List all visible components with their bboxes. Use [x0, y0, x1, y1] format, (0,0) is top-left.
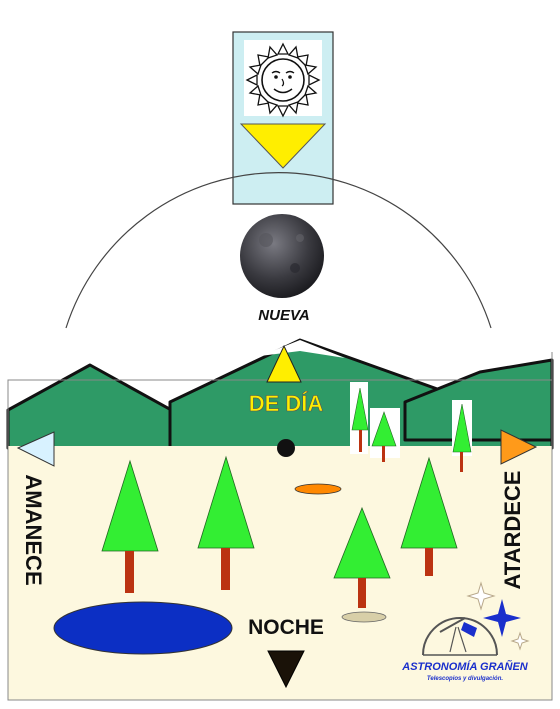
day-label: DE DÍA — [249, 391, 324, 416]
orange-shadow — [294, 483, 342, 495]
night-label: NOCHE — [248, 616, 324, 639]
sky-arc — [65, 172, 492, 329]
sun-face-icon — [245, 42, 321, 118]
logo-tagline: Telescopios y divulgación. — [427, 676, 503, 682]
day-up-arrow-icon — [266, 344, 302, 383]
tree-small-1 — [350, 382, 369, 454]
blue-star-icon — [483, 599, 521, 637]
dawn-label: AMANECE — [21, 474, 46, 585]
logo-name: ASTRONOMÍA GRAÑEN — [401, 660, 529, 673]
tree-large-1 — [101, 459, 159, 593]
moon-phase-label: NUEVA — [258, 307, 309, 324]
night-down-arrow-icon — [267, 650, 305, 689]
dusk-label: ATARDECE — [500, 471, 525, 590]
tree-large-2 — [197, 455, 255, 590]
panel-down-arrow-icon — [239, 123, 327, 169]
tree-small-2 — [370, 408, 400, 462]
astronomia-granen-logo: ASTRONOMÍA GRAÑEN Telescopios y divulgac… — [401, 581, 530, 682]
telescope-dome-icon — [422, 617, 498, 656]
tan-shadow — [341, 611, 387, 623]
moon-position-dot — [277, 439, 295, 457]
tree-large-4 — [400, 456, 458, 576]
dusk-right-arrow-icon — [500, 429, 538, 465]
tree-small-3 — [452, 400, 472, 472]
tree-large-3 — [333, 506, 391, 608]
sky-indicator-panel — [232, 31, 334, 205]
star-sparkle-icon — [466, 581, 530, 651]
dawn-left-arrow-icon — [16, 431, 55, 467]
new-moon-icon — [240, 214, 324, 298]
lake — [53, 601, 233, 655]
